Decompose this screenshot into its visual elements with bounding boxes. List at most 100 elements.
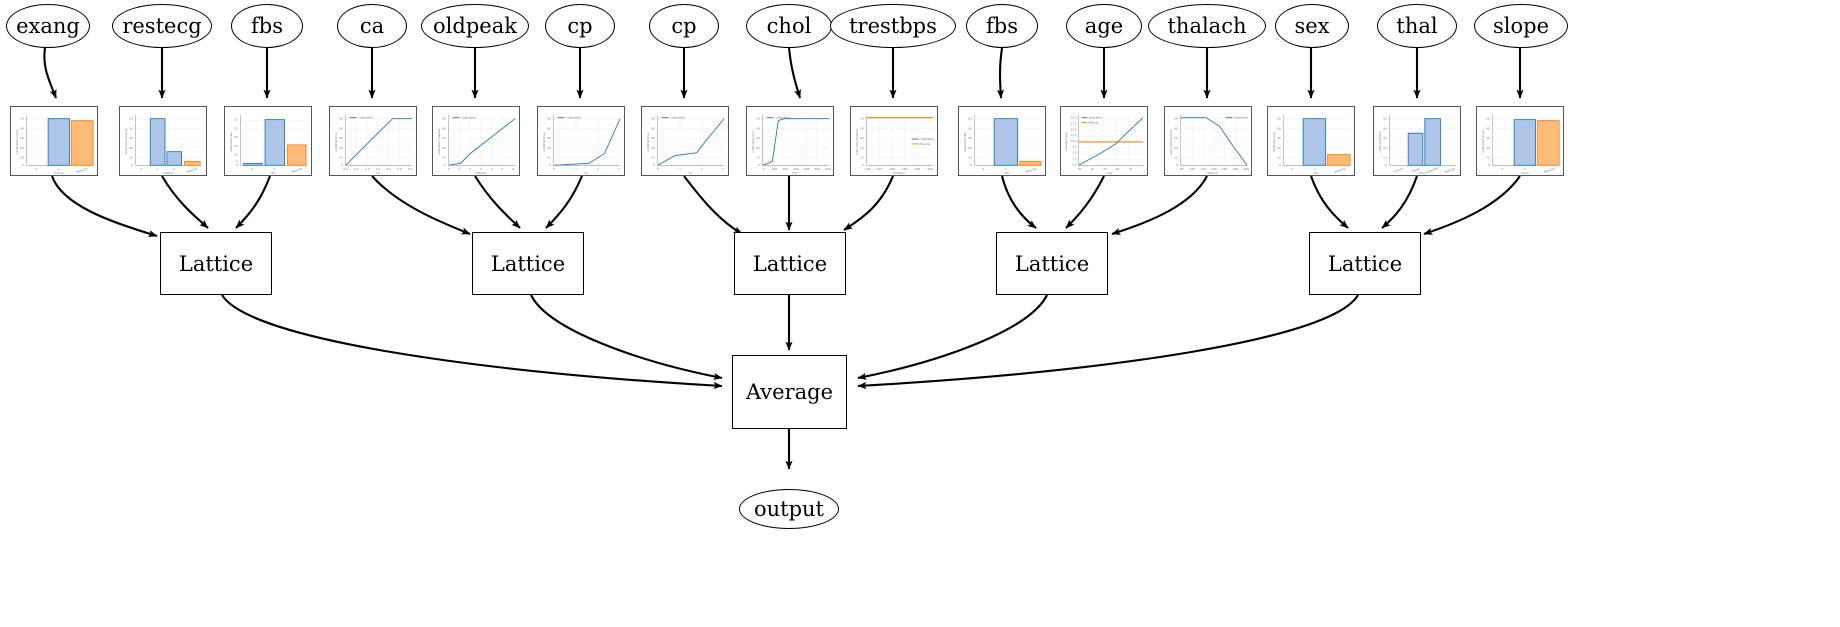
svg-text:20: 20	[234, 135, 238, 139]
svg-text:25: 25	[234, 126, 238, 130]
feature-label: fbs	[986, 14, 1018, 38]
svg-text:calibrated age: calibrated age	[1064, 132, 1068, 151]
svg-text:1.0: 1.0	[365, 167, 370, 171]
svg-text:40: 40	[651, 126, 655, 130]
feature-node-thal[interactable]: thal	[1377, 4, 1457, 48]
feature-node-trestbps[interactable]: trestbps	[830, 4, 956, 48]
svg-text:fixed: fixed	[1412, 167, 1420, 173]
feature-node-restecg[interactable]: restecg	[112, 4, 212, 48]
svg-text:50: 50	[20, 117, 24, 121]
lattice-label: Lattice	[1327, 251, 1403, 276]
svg-text:calibrated sex: calibrated sex	[1272, 131, 1276, 152]
svg-text:7.5: 7.5	[1072, 145, 1077, 149]
svg-text:fbs: fbs	[271, 171, 276, 175]
lattice-label: Lattice	[1014, 251, 1090, 276]
feature-label: ca	[359, 14, 385, 38]
svg-text:50: 50	[860, 117, 864, 121]
svg-text:20: 20	[968, 146, 972, 150]
svg-text:1: 1	[575, 167, 577, 171]
lattice-node-1[interactable]: Lattice	[472, 232, 584, 295]
svg-text:trestbps: trestbps	[893, 171, 905, 175]
output-node[interactable]: output	[739, 489, 839, 529]
svg-text:thalach: thalach	[1207, 171, 1218, 175]
svg-text:Missing: Missing	[1444, 166, 1456, 174]
svg-text:1.5: 1.5	[376, 167, 381, 171]
lattice-node-3[interactable]: Lattice	[996, 232, 1108, 295]
svg-text:0: 0	[553, 167, 555, 171]
lattice-node-2[interactable]: Lattice	[734, 232, 846, 295]
feature-node-fbs-2[interactable]: fbs	[966, 4, 1038, 48]
feature-node-exang[interactable]: exang	[6, 4, 90, 48]
svg-text:Missing: Missing	[1543, 166, 1555, 174]
svg-text:10: 10	[234, 153, 238, 157]
feature-node-sex[interactable]: sex	[1275, 4, 1349, 48]
svg-text:Missing: Missing	[291, 166, 303, 174]
svg-text:70: 70	[1129, 167, 1133, 171]
svg-text:10.0: 10.0	[1071, 139, 1077, 143]
feature-node-oldpeak[interactable]: oldpeak	[421, 4, 529, 48]
svg-text:0: 0	[970, 163, 972, 167]
svg-text:20: 20	[1174, 146, 1178, 150]
svg-text:12.5: 12.5	[1071, 133, 1077, 137]
feature-node-slope[interactable]: slope	[1474, 4, 1568, 48]
svg-text:calibrated thalach: calibrated thalach	[1169, 129, 1173, 155]
svg-text:5: 5	[501, 167, 503, 171]
svg-text:reversible: reversible	[1425, 166, 1440, 175]
feature-node-cp-1[interactable]: cp	[545, 4, 615, 48]
svg-text:20: 20	[860, 146, 864, 150]
svg-text:20: 20	[442, 146, 446, 150]
svg-text:40: 40	[442, 126, 446, 130]
svg-text:0: 0	[653, 163, 655, 167]
svg-text:50: 50	[1103, 167, 1107, 171]
svg-text:0: 0	[763, 167, 765, 171]
plot-to-lattice-edges	[51, 175, 1521, 238]
svg-text:2.0: 2.0	[386, 167, 391, 171]
svg-text:40: 40	[547, 126, 551, 130]
feature-node-cp-2[interactable]: cp	[649, 4, 719, 48]
feature-label: slope	[1492, 14, 1549, 38]
svg-text:calibrated oldpeak: calibrated oldpeak	[437, 128, 441, 155]
average-node[interactable]: Average	[732, 355, 847, 429]
feature-node-chol[interactable]: chol	[746, 4, 832, 48]
svg-text:Missing: Missing	[1088, 121, 1098, 125]
svg-text:60: 60	[1116, 167, 1120, 171]
svg-text:ca: ca	[376, 171, 380, 175]
svg-text:0: 0	[131, 163, 133, 167]
svg-text:30: 30	[20, 136, 24, 140]
feature-node-ca[interactable]: ca	[337, 4, 407, 48]
feature-to-plot-edges	[43, 47, 1524, 99]
feature-node-thalach[interactable]: thalach	[1148, 4, 1266, 48]
feature-node-fbs[interactable]: fbs	[231, 4, 303, 48]
feature-node-age[interactable]: age	[1066, 4, 1142, 48]
svg-text:10: 10	[339, 155, 343, 159]
svg-text:20: 20	[129, 146, 133, 150]
feature-label: trestbps	[849, 14, 937, 38]
svg-text:20.0: 20.0	[1071, 116, 1077, 120]
svg-text:10: 10	[860, 155, 864, 159]
svg-text:30: 30	[442, 136, 446, 140]
svg-text:calibrated trestbps: calibrated trestbps	[855, 128, 859, 156]
lattice-node-4[interactable]: Lattice	[1309, 232, 1421, 295]
lattice-node-0[interactable]: Lattice	[160, 232, 272, 295]
svg-text:Missing: Missing	[186, 166, 198, 174]
average-label: Average	[745, 380, 834, 404]
svg-text:30: 30	[1277, 136, 1281, 140]
svg-text:0: 0	[341, 163, 343, 167]
svg-text:2.5: 2.5	[1072, 156, 1077, 160]
